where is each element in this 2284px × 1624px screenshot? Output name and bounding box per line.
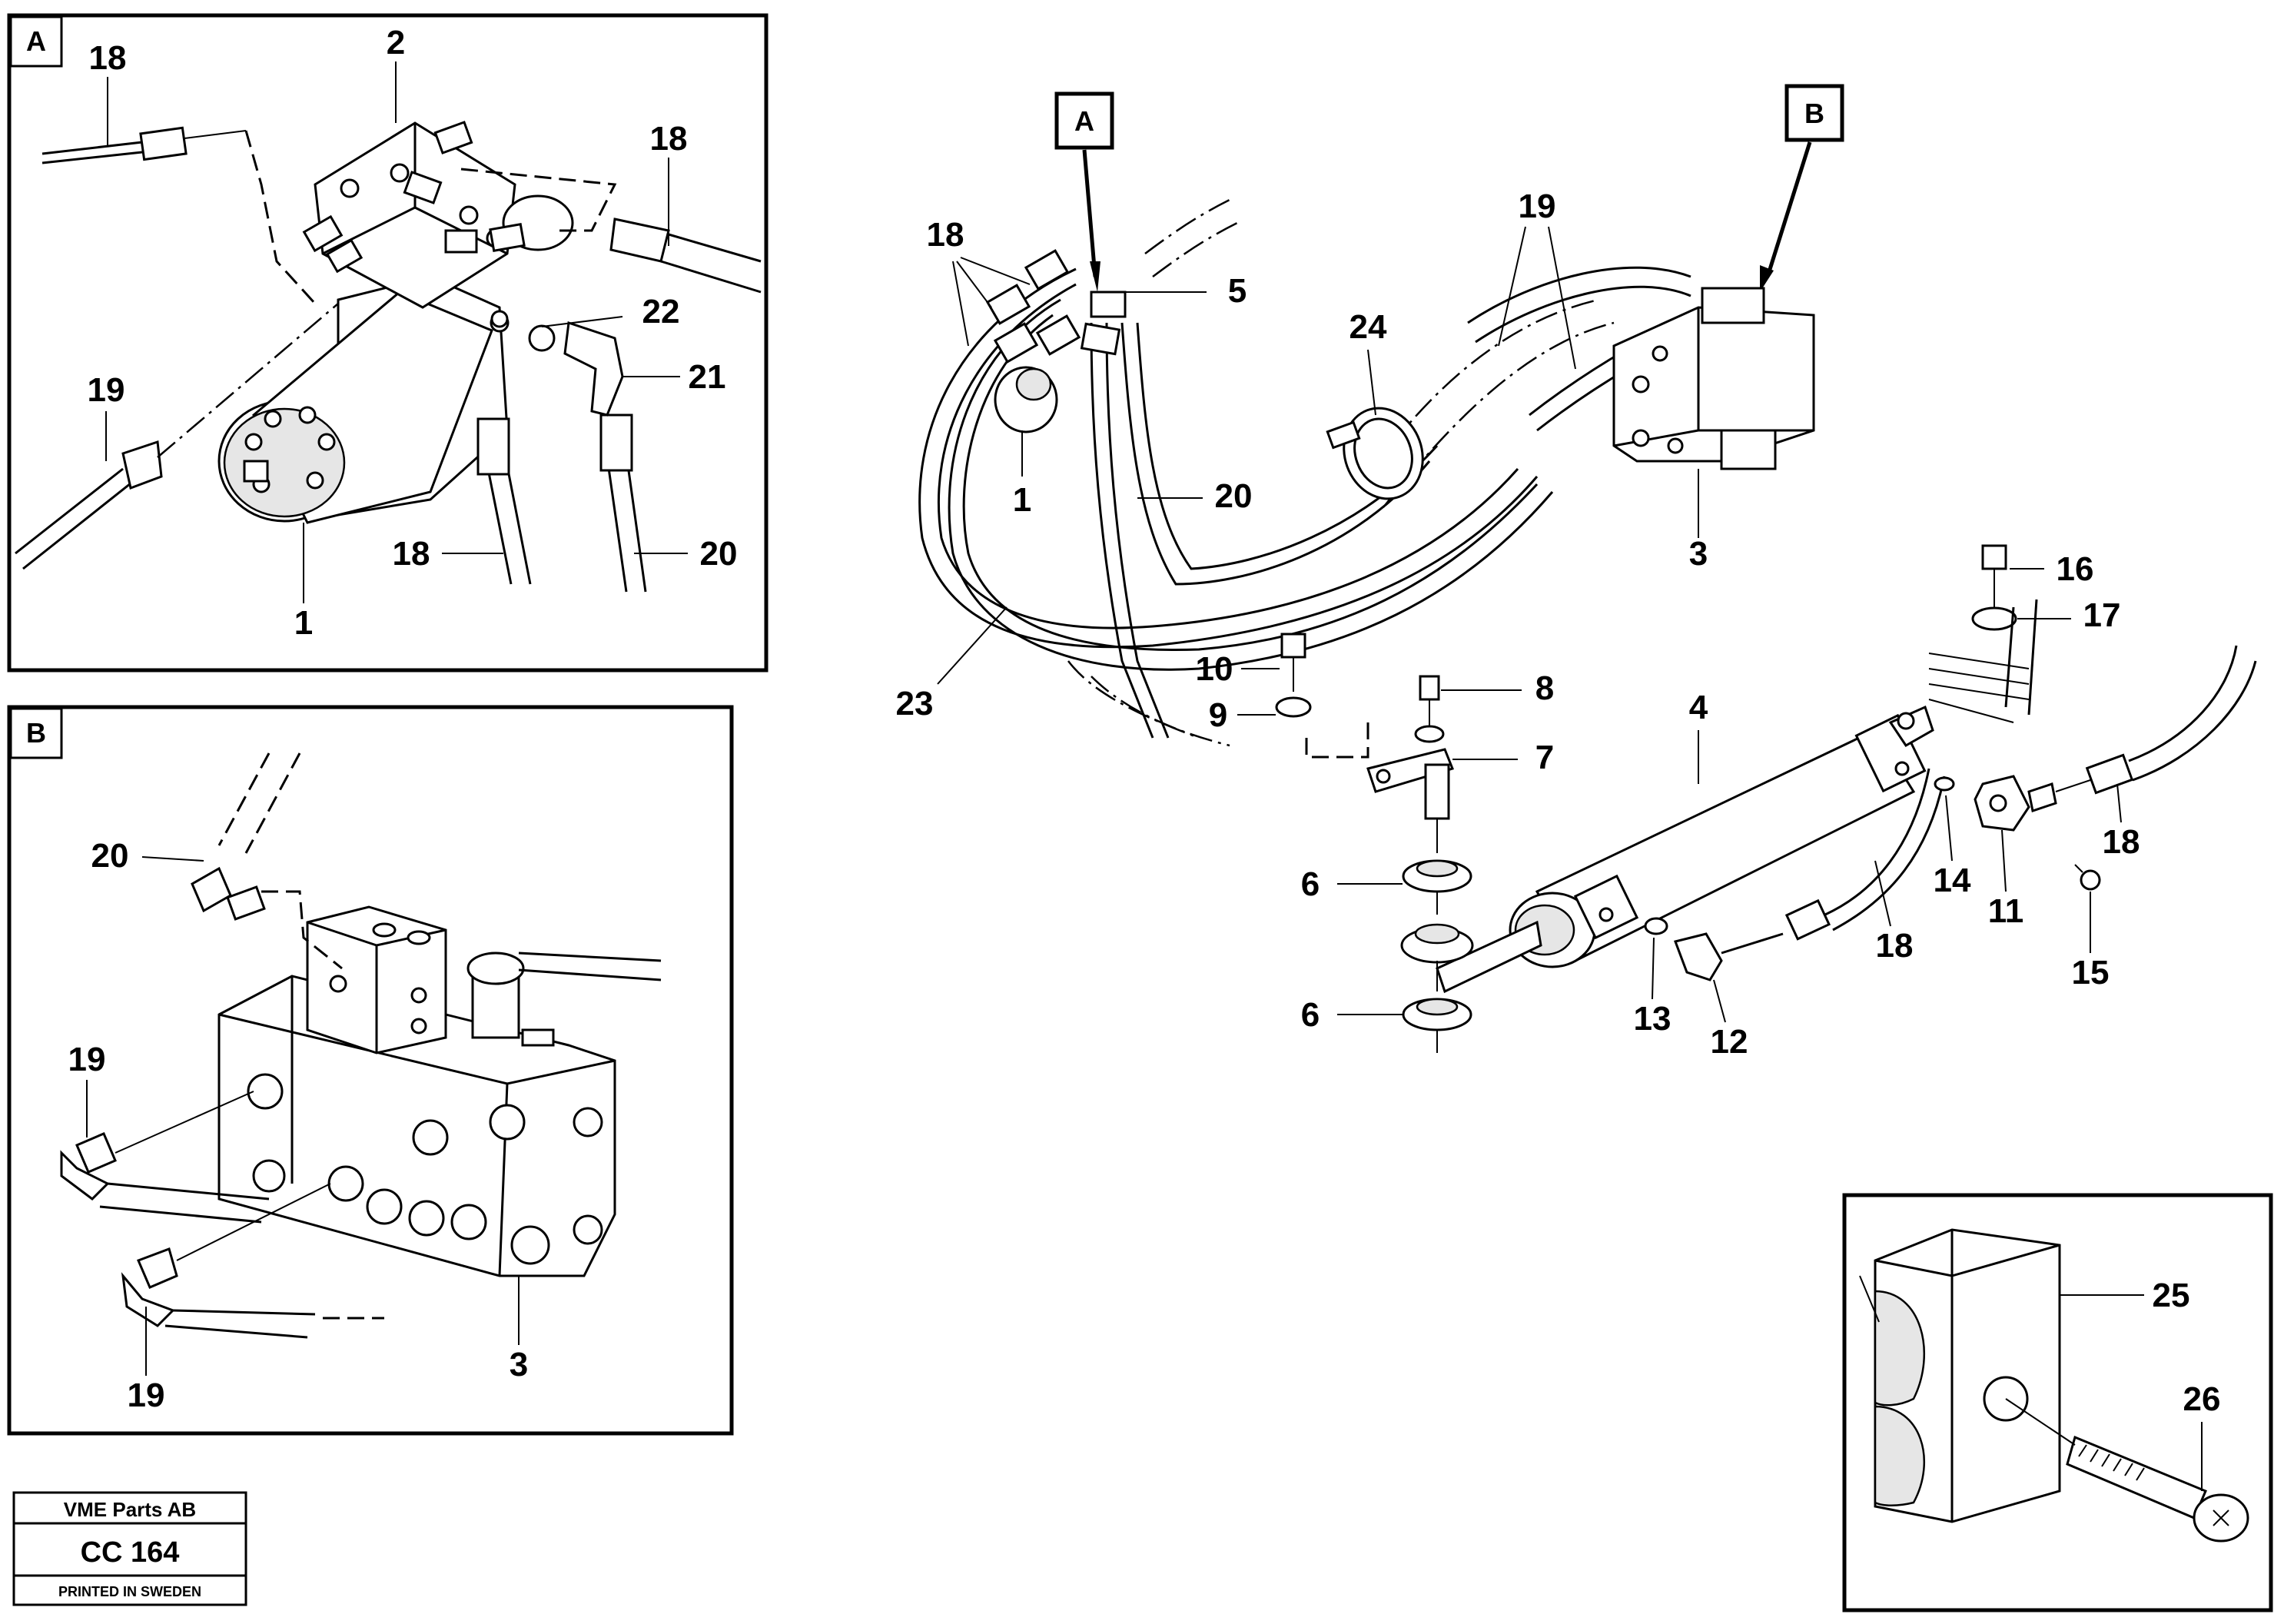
callout-6-main-top: 6	[1301, 865, 1320, 903]
callout-18-main-right: 18	[2103, 823, 2140, 861]
title-block-company: VME Parts AB	[64, 1498, 196, 1521]
main-detail-a-letter: A	[1074, 105, 1094, 137]
main-assembly: A B	[896, 84, 2257, 1061]
callout-1-a: 1	[294, 604, 313, 642]
detail-b-badge-letter: B	[26, 717, 46, 749]
callout-23-main: 23	[896, 685, 934, 722]
bolt-26	[2005, 1398, 2249, 1543]
detail-a-badge	[9, 15, 63, 68]
callout-8-main: 8	[1535, 669, 1554, 707]
callout-1-main: 1	[1013, 481, 1031, 519]
callout-19-b-top: 19	[68, 1041, 106, 1078]
fittings-cylinder	[1644, 645, 2257, 981]
callout-18-a-bottom: 18	[393, 535, 430, 573]
callout-4-main: 4	[1689, 689, 1708, 726]
callout-18-a-top-right: 18	[650, 120, 688, 158]
bolt-9-10	[1275, 633, 1369, 759]
callout-9-main: 9	[1209, 696, 1227, 734]
callout-24-main: 24	[1349, 308, 1387, 346]
callout-19-a: 19	[88, 371, 125, 409]
callout-15-main: 15	[2072, 954, 2110, 991]
callout-18-main: 18	[927, 216, 964, 254]
main-detail-b-box	[1784, 84, 1844, 142]
bushings-6	[1400, 859, 1474, 1053]
callout-21-a: 21	[689, 358, 726, 396]
detail-a-frame	[7, 13, 769, 673]
pin-7-8	[1366, 675, 1455, 853]
main-detail-b-letter: B	[1804, 98, 1824, 129]
bracket-16-17	[1928, 544, 2038, 723]
callout-20-main: 20	[1215, 477, 1253, 515]
clamp-detail-frame	[1842, 1193, 2273, 1612]
callout-19-b-bottom: 19	[128, 1377, 165, 1414]
callout-13-main: 13	[1634, 1000, 1672, 1038]
callout-26: 26	[2183, 1380, 2221, 1418]
callout-19-main: 19	[1519, 188, 1556, 225]
callout-3-main: 3	[1689, 535, 1708, 573]
callout-17-main: 17	[2083, 596, 2121, 634]
callout-6-main-bottom: 6	[1301, 996, 1320, 1034]
callout-3-b: 3	[510, 1346, 528, 1383]
detail-a-panel: A	[7, 13, 769, 673]
callout-18-main-lower: 18	[1876, 927, 1914, 965]
callout-10-main: 10	[1196, 650, 1233, 688]
steering-cylinder-4	[1436, 705, 1934, 994]
detail-b-badge	[9, 707, 63, 759]
callout-16-main: 16	[2057, 550, 2094, 588]
valve-block-2	[314, 121, 574, 333]
steering-valve-3	[217, 905, 662, 1277]
title-block-printed: PRINTED IN SWEDEN	[58, 1584, 201, 1599]
callout-11-main: 11	[1988, 892, 2024, 930]
clamp-detail-panel: 25 26	[1842, 1193, 2273, 1612]
callout-25: 25	[2153, 1277, 2190, 1314]
title-block-code: CC 164	[81, 1536, 180, 1569]
callout-7-main: 7	[1535, 739, 1554, 776]
hose-clamp-24	[1326, 407, 1424, 500]
clamp-block-25	[1874, 1228, 2061, 1523]
main-detail-a-box	[1054, 91, 1114, 150]
callout-18-a-top-left: 18	[89, 39, 127, 77]
title-block: VME Parts AB CC 164 PRINTED IN SWEDEN	[12, 1491, 247, 1606]
detail-b-frame	[7, 705, 734, 1436]
fittings-detail-a	[302, 121, 526, 274]
main-steering-valve-3	[1612, 287, 1815, 470]
detail-b-panel: B	[7, 705, 734, 1436]
detail-a-badge-letter: A	[26, 25, 46, 57]
callout-20-a: 20	[700, 535, 738, 573]
callout-22-a: 22	[642, 293, 680, 330]
callout-12-main: 12	[1711, 1023, 1748, 1061]
hoses-detail-a	[15, 126, 762, 593]
callout-5-main: 5	[1228, 272, 1247, 310]
steering-unit-1	[217, 275, 509, 524]
callout-20-b: 20	[91, 837, 129, 875]
callout-14-main: 14	[1934, 862, 1971, 899]
main-fittings-a	[985, 249, 1127, 433]
callout-2-a: 2	[387, 24, 405, 61]
hoses-detail-b	[60, 752, 384, 1339]
